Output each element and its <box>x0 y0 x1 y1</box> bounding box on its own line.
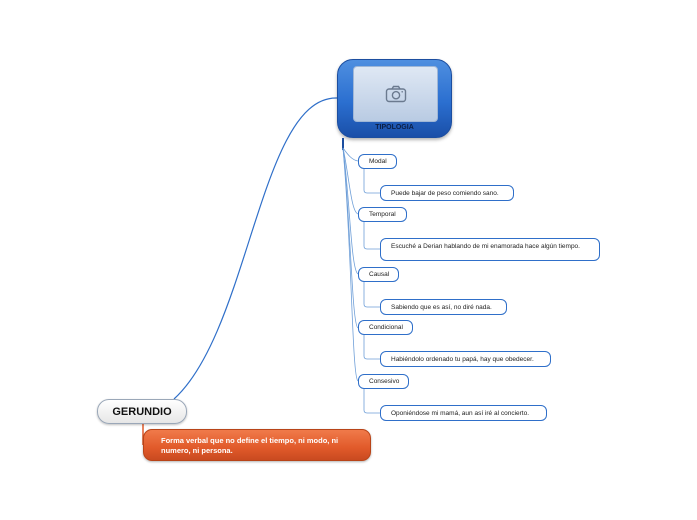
connector-causal <box>342 147 359 275</box>
example-text: Habiéndolo ordenado tu papá, hay que obe… <box>391 355 534 363</box>
example-modal[interactable]: Puede bajar de peso comiendo sano. <box>380 185 514 201</box>
example-temporal[interactable]: Escuché a Derian hablando de mi enamorad… <box>380 238 600 261</box>
category-label: Causal <box>369 271 390 278</box>
example-text: Escuché a Derian hablando de mi enamorad… <box>391 243 580 250</box>
category-modal[interactable]: Modal <box>358 154 397 169</box>
root-node-gerundio[interactable]: GERUNDIO <box>97 399 187 424</box>
connector-consesivo-example <box>363 388 380 414</box>
category-consesivo[interactable]: Consesivo <box>358 374 409 389</box>
category-label: Consesivo <box>369 378 400 385</box>
example-causal[interactable]: Sabiendo que es así, no diré nada. <box>380 299 507 315</box>
tipologia-image <box>353 66 438 122</box>
category-temporal[interactable]: Temporal <box>358 207 407 222</box>
tipologia-label: TIPOLOGIA <box>375 124 414 131</box>
category-condicional[interactable]: Condicional <box>358 320 413 335</box>
connector-temporal <box>342 147 359 215</box>
example-text: Sabiendo que es así, no diré nada. <box>391 303 492 311</box>
category-label: Condicional <box>369 324 403 331</box>
root-label: GERUNDIO <box>112 405 172 418</box>
connector-causal-example <box>363 281 380 308</box>
example-condicional[interactable]: Habiéndolo ordenado tu papá, hay que obe… <box>380 351 551 367</box>
connector-condicional-example <box>363 335 380 360</box>
connector-modal-example <box>363 168 380 194</box>
definition-text: Forma verbal que no define el tiempo, ni… <box>161 436 339 455</box>
tipologia-node[interactable]: TIPOLOGIA <box>337 59 452 138</box>
category-label: Modal <box>369 158 387 165</box>
connector-root-tipologia <box>173 97 338 400</box>
definition-node[interactable]: Forma verbal que no define el tiempo, ni… <box>143 429 371 461</box>
connector-modal <box>342 147 359 162</box>
connector-consesivo <box>342 147 359 382</box>
camera-icon <box>385 85 406 103</box>
category-label: Temporal <box>369 211 396 218</box>
example-text: Puede bajar de peso comiendo sano. <box>391 189 499 197</box>
example-consesivo[interactable]: Oponiéndose mi mamá, aun así iré al conc… <box>380 405 547 421</box>
category-causal[interactable]: Causal <box>358 267 399 282</box>
example-text: Oponiéndose mi mamá, aun así iré al conc… <box>391 409 530 417</box>
connector-temporal-example <box>363 221 380 250</box>
